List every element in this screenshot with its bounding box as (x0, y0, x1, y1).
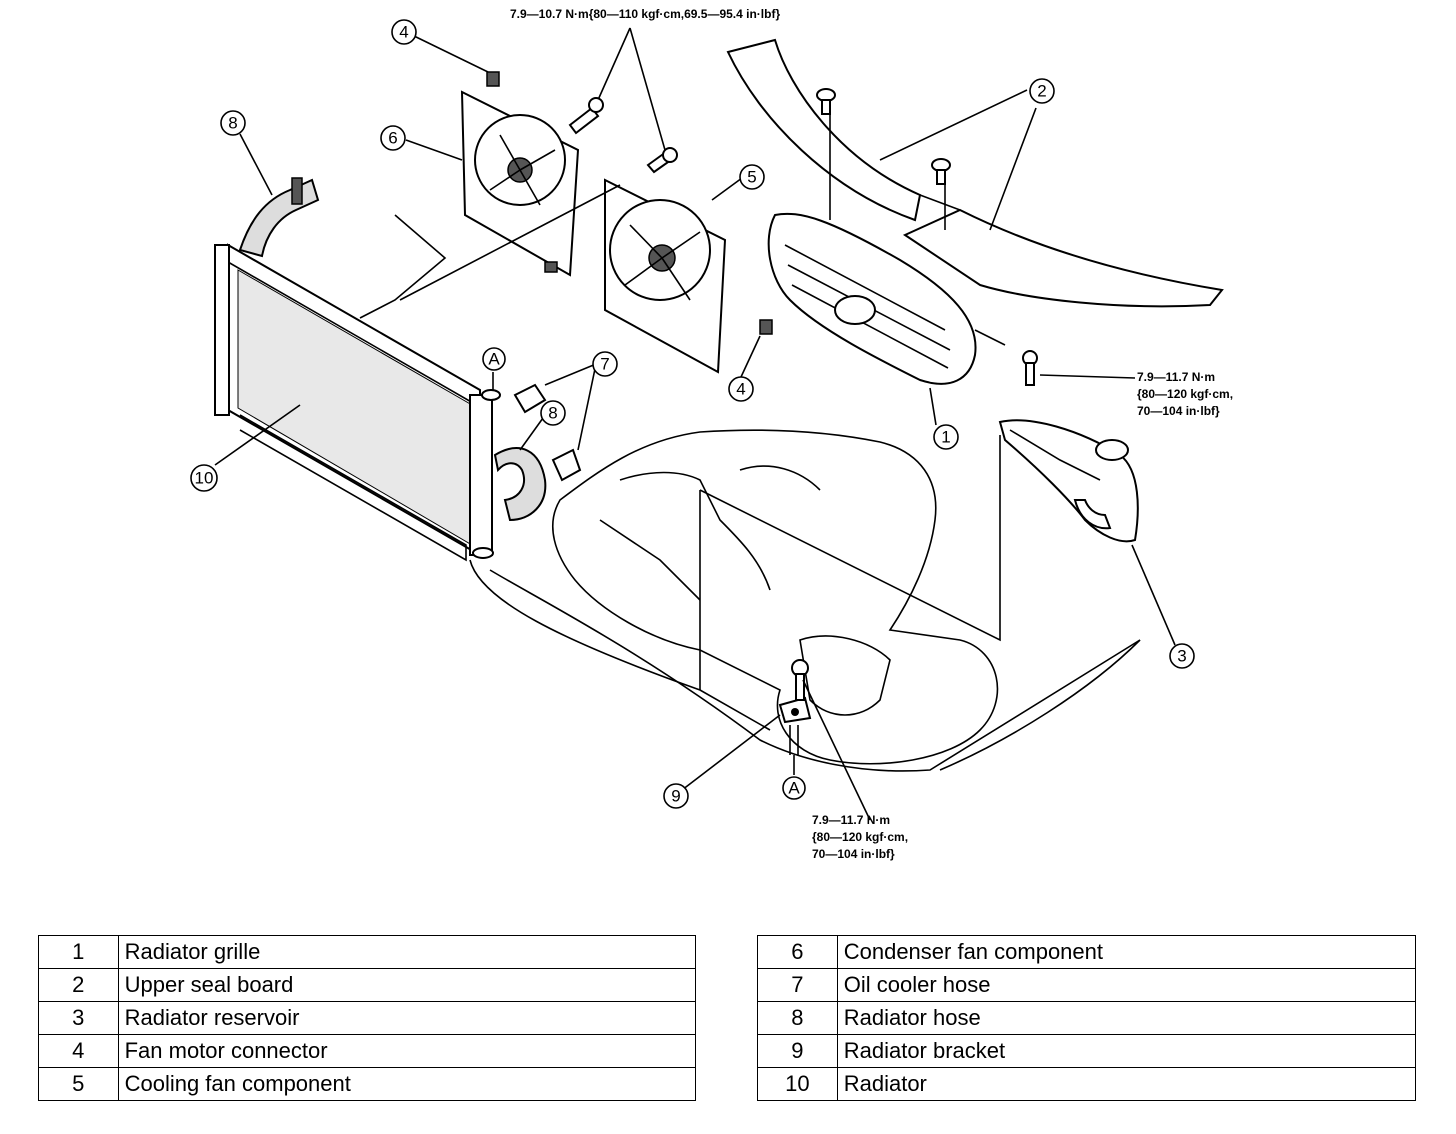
svg-text:4: 4 (399, 23, 408, 42)
reservoir-bolt (1022, 350, 1038, 386)
seal-board-clip-1 (816, 88, 836, 115)
fan-motor-connector-upper (486, 71, 500, 87)
callout-5: 5 (739, 164, 765, 190)
svg-text:7: 7 (600, 355, 609, 374)
callout-a-bracket: A (782, 776, 806, 800)
legend-part-name: Condenser fan component (836, 935, 1417, 969)
svg-text:8: 8 (548, 404, 557, 423)
fan-bolt-lower (646, 147, 678, 174)
callout-6: 6 (380, 125, 406, 151)
legend-part-name: Radiator hose (836, 1001, 1417, 1035)
legend-number: 9 (757, 1034, 838, 1068)
torque-spec-reservoir-line3: 70—104 in·lbf} (1137, 404, 1220, 418)
radiator (214, 243, 501, 562)
svg-text:A: A (788, 779, 800, 798)
legend-part-name: Radiator grille (117, 935, 697, 969)
legend-number: 2 (38, 968, 119, 1002)
engine-outline (552, 429, 999, 765)
upper-seal-board (726, 38, 1224, 308)
radiator-bracket (778, 696, 812, 755)
torque-spec-fan-bolts: 7.9—10.7 N·m{80—110 kgf·cm,69.5—95.4 in·… (510, 7, 780, 21)
legend-part-name: Radiator bracket (836, 1034, 1417, 1068)
svg-text:10: 10 (195, 469, 214, 488)
callout-7: 7 (592, 351, 618, 377)
torque-spec-reservoir-line1: 7.9—11.7 N·m (1137, 370, 1215, 384)
legend-part-name: Radiator reservoir (117, 1001, 697, 1035)
svg-text:2: 2 (1037, 82, 1046, 101)
lower-radiator-hose (493, 447, 547, 522)
legend-number: 10 (757, 1067, 838, 1101)
svg-text:9: 9 (671, 787, 680, 806)
svg-text:3: 3 (1177, 647, 1186, 666)
callout-9: 9 (663, 783, 689, 809)
bracket-bolt (791, 659, 809, 701)
seal-board-clip-2 (931, 158, 951, 185)
torque-spec-bracket-line3: 70—104 in·lbf} (812, 847, 895, 861)
torque-spec-bracket-line2: {80—120 kgf·cm, (812, 830, 908, 844)
callout-4-upper: 4 (391, 19, 417, 45)
svg-text:4: 4 (736, 380, 745, 399)
callout-8-lower: 8 (540, 400, 566, 426)
callout-a-radiator: A (482, 347, 506, 371)
svg-text:5: 5 (747, 168, 756, 187)
svg-text:8: 8 (228, 114, 237, 133)
oil-cooler-hose (513, 383, 582, 482)
fan-bolt-upper (568, 97, 604, 135)
cooling-fan-component (604, 178, 727, 374)
exploded-parts-diagram: 7.9—10.7 N·m{80—110 kgf·cm,69.5—95.4 in·… (190, 7, 1233, 861)
upper-radiator-hose (238, 177, 320, 258)
callout-4-lower: 4 (728, 376, 754, 402)
legend-number: 3 (38, 1001, 119, 1035)
radiator-reservoir (998, 419, 1139, 543)
condenser-fan-component (460, 90, 580, 277)
torque-spec-reservoir-line2: {80—120 kgf·cm, (1137, 387, 1233, 401)
legend-number: 8 (757, 1001, 838, 1035)
legend-number: 4 (38, 1034, 119, 1068)
svg-text:1: 1 (941, 428, 950, 447)
callout-1: 1 (933, 424, 959, 450)
vehicle-body-outline (469, 559, 1141, 772)
callout-2: 2 (1029, 78, 1055, 104)
svg-text:6: 6 (388, 129, 397, 148)
legend-number: 1 (38, 935, 119, 969)
radiator-grille (767, 212, 1006, 385)
legend-part-name: Radiator (836, 1067, 1417, 1101)
legend-part-name: Oil cooler hose (836, 968, 1417, 1002)
legend-number: 5 (38, 1067, 119, 1101)
fan-motor-connector-lower (759, 319, 773, 335)
legend-part-name: Upper seal board (117, 968, 697, 1002)
legend-number: 7 (757, 968, 838, 1002)
torque-spec-bracket-line1: 7.9—11.7 N·m (812, 813, 890, 827)
callout-8-upper: 8 (220, 110, 246, 136)
svg-text:A: A (488, 350, 500, 369)
legend-part-name: Cooling fan component (117, 1067, 697, 1101)
legend-part-name: Fan motor connector (117, 1034, 697, 1068)
callout-3: 3 (1169, 643, 1195, 669)
callout-10: 10 (190, 464, 218, 492)
legend-number: 6 (757, 935, 838, 969)
